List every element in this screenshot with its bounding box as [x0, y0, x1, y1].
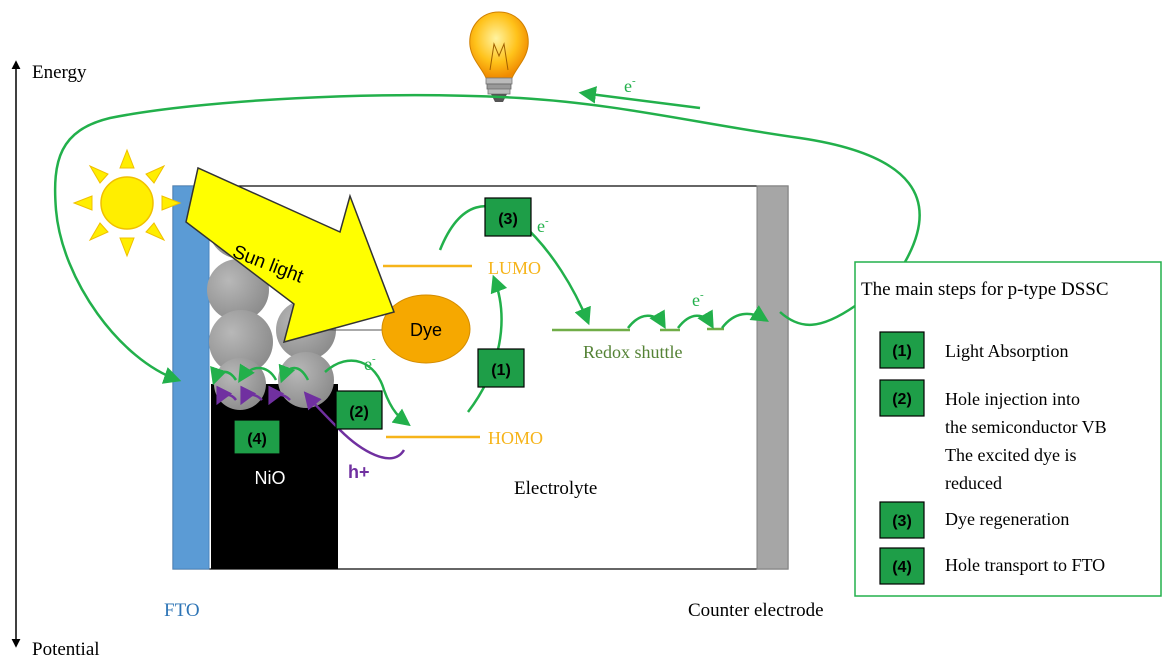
fto-label: FTO: [164, 600, 200, 621]
energy-label: Energy: [32, 62, 87, 83]
external-circuit-wire: [53, 93, 921, 384]
homo-label: HOMO: [488, 428, 543, 448]
hop-arrow-2: [677, 309, 714, 330]
hole-hop-1: [268, 385, 291, 406]
absorption-arrow: [467, 274, 508, 413]
legend-title: The main steps for p-type DSSC: [861, 279, 1109, 300]
hop-arrow-3: [721, 305, 769, 329]
svg-text:(2): (2): [892, 391, 912, 408]
svg-text:The excited dye is: The excited dye is: [945, 445, 1076, 465]
hole-hop-2: [240, 385, 263, 406]
svg-text:reduced: reduced: [945, 473, 1002, 493]
electron-label-redox: e-: [692, 289, 704, 310]
svg-text:(2): (2): [349, 404, 369, 421]
potential-label: Potential: [32, 639, 100, 659]
svg-text:(4): (4): [247, 431, 267, 448]
svg-text:Dye regeneration: Dye regeneration: [945, 509, 1069, 529]
transport-arrow-1: [238, 363, 278, 383]
injection-arrow: [324, 359, 411, 427]
hop-arrow-1: [627, 309, 666, 330]
electrolyte-label: Electrolyte: [514, 478, 597, 499]
counter-electrode-label: Counter electrode: [688, 600, 824, 621]
svg-text:(1): (1): [491, 362, 511, 379]
svg-text:the semiconductor VB: the semiconductor VB: [945, 417, 1107, 437]
hole-arrow: [303, 391, 406, 460]
dye-molecule: [381, 294, 471, 364]
external-electron-label: e-: [624, 75, 636, 96]
step-badge-4: (4): [233, 419, 281, 455]
lumo-label: LUMO: [488, 258, 541, 278]
legend-box: The main steps for p-type DSSC (1) Light…: [854, 261, 1162, 597]
legend-item-3: (3) Dye regeneration: [879, 501, 1069, 539]
light-bulb-icon: [469, 11, 529, 102]
fto-electrode: [172, 185, 210, 570]
step-badge-3: (3): [484, 197, 532, 237]
sunlight-arrow: [185, 166, 395, 344]
dye-label: Dye: [410, 320, 442, 340]
svg-text:Hole transport to FTO: Hole transport to FTO: [945, 555, 1105, 575]
svg-text:(4): (4): [892, 559, 912, 576]
nio-block: [211, 384, 338, 569]
svg-text:Light Absorption: Light Absorption: [945, 341, 1069, 361]
sun-icon: [72, 148, 182, 258]
step-badge-1: (1): [477, 348, 525, 388]
hole-label: h+: [348, 462, 370, 482]
exit-wire: [779, 304, 856, 326]
legend-item-2: (2) Hole injection into the semiconducto…: [879, 379, 1107, 493]
redox-levels: [552, 327, 724, 332]
electron-label-regeneration: e-: [537, 215, 549, 236]
svg-text:(3): (3): [498, 211, 518, 228]
svg-text:(3): (3): [892, 513, 912, 530]
electron-label-injection: e-: [364, 353, 376, 374]
step-badge-2: (2): [335, 390, 383, 430]
redox-label: Redox shuttle: [583, 342, 683, 362]
hole-hop-3: [216, 385, 237, 406]
svg-text:Hole injection into: Hole injection into: [945, 389, 1080, 409]
legend-item-4: (4) Hole transport to FTO: [879, 547, 1105, 585]
legend-item-1: (1) Light Absorption: [879, 331, 1069, 369]
transport-arrow-2: [278, 363, 310, 384]
nio-label: NiO: [255, 468, 286, 488]
svg-text:(1): (1): [892, 343, 912, 360]
transport-arrow-3: [210, 365, 238, 386]
counter-electrode: [756, 185, 789, 570]
external-electron-arrow: [578, 86, 701, 110]
